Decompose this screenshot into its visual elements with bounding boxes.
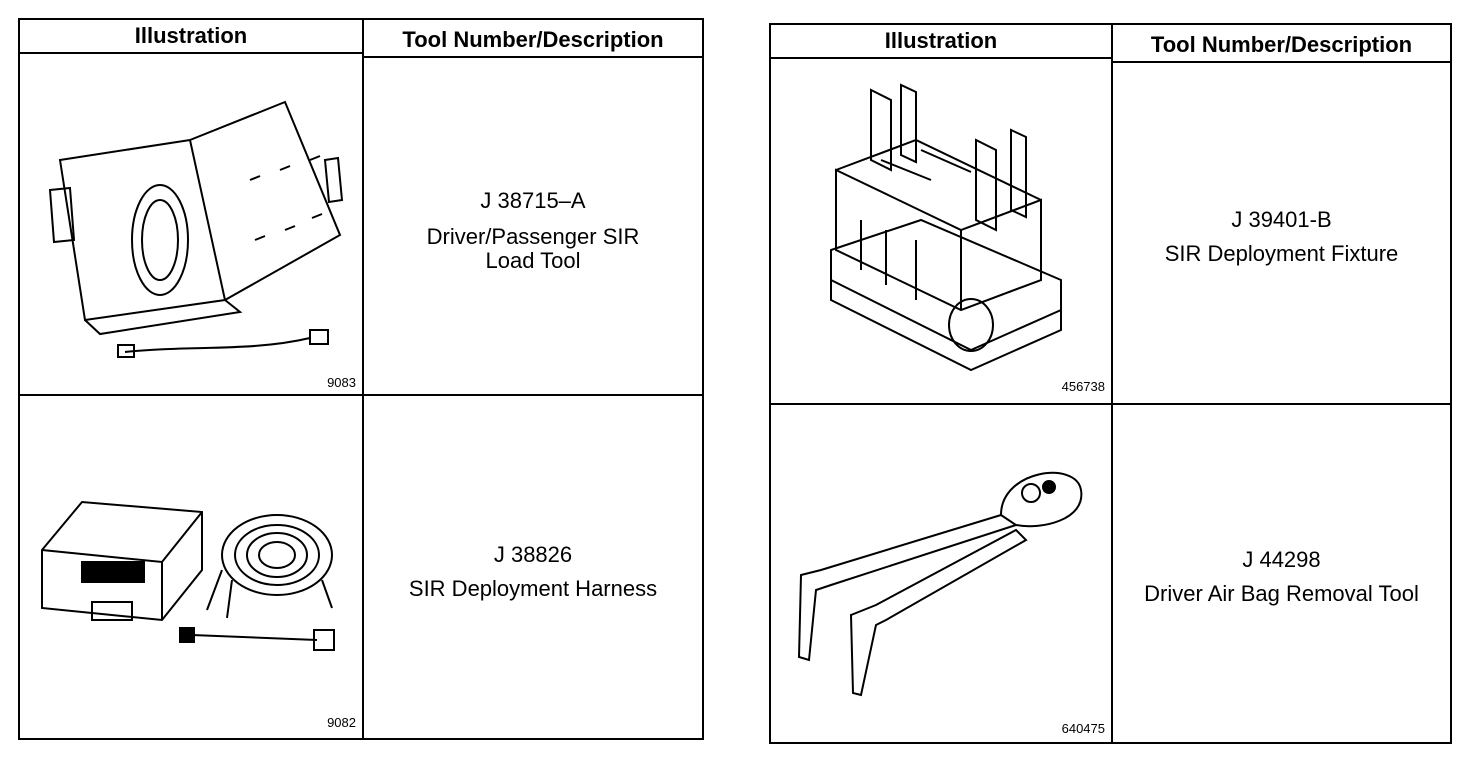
- tool-description-line1: Driver Air Bag Removal Tool: [1144, 581, 1419, 606]
- illustration-code: 9082: [327, 715, 356, 730]
- deployment-harness-illustration: [32, 490, 352, 660]
- tool-number: J 38826: [493, 542, 573, 567]
- illustration-code: 640475: [1061, 721, 1105, 736]
- header-tool-number: Tool Number/Description: [364, 24, 702, 58]
- tool-table-left: Illustration Tool Number/Description J 3…: [18, 18, 704, 740]
- tool-number: J 38715–A: [480, 188, 586, 213]
- column-divider: [1111, 25, 1113, 742]
- load-tool-case-illustration: [40, 90, 360, 370]
- deployment-fixture-illustration: [821, 80, 1111, 390]
- tool-description-line2: Load Tool: [485, 248, 581, 273]
- column-divider: [362, 20, 364, 738]
- row-divider: [771, 403, 1450, 405]
- header-tool-number: Tool Number/Description: [1113, 29, 1450, 63]
- tool-number: J 44298: [1242, 547, 1321, 572]
- header-illustration: Illustration: [771, 25, 1111, 59]
- tool-description-line1: SIR Deployment Fixture: [1164, 241, 1399, 266]
- row-divider: [20, 394, 702, 396]
- removal-tool-illustration: [791, 445, 1101, 705]
- header-illustration: Illustration: [20, 20, 362, 54]
- illustration-code: 9083: [327, 375, 356, 390]
- tool-description-line1: SIR Deployment Harness: [408, 576, 658, 601]
- tool-table-right: Illustration Tool Number/Description J 3…: [769, 23, 1452, 744]
- tool-number: J 39401-B: [1231, 207, 1332, 232]
- tool-description-line1: Driver/Passenger SIR: [426, 224, 640, 249]
- illustration-code: 456738: [1061, 379, 1105, 394]
